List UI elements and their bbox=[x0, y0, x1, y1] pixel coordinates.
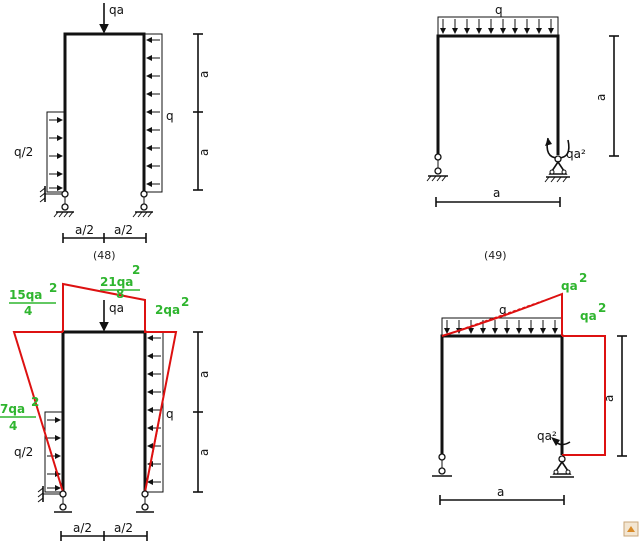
moment-diagram-chord-49 bbox=[441, 293, 563, 337]
dim-a-half-left: a/2 bbox=[75, 223, 94, 237]
right-pin-support-49 bbox=[544, 155, 570, 183]
horizontal-dimension-48-bm bbox=[60, 531, 148, 541]
right-load-label: q bbox=[166, 109, 174, 123]
vertical-dimension-49 bbox=[609, 35, 619, 157]
left-pin-support-48 bbox=[39, 186, 74, 218]
moment-right-top-val: 2qa bbox=[155, 303, 180, 317]
dim-a-vertical-49: a bbox=[594, 94, 608, 101]
right-pin-support-48 bbox=[132, 190, 153, 218]
moment-diagram-column-49 bbox=[562, 335, 606, 456]
top-load-arrows-bm bbox=[444, 320, 558, 334]
dim-a-lower-bm: a bbox=[197, 449, 211, 456]
caption-49: (49) bbox=[484, 249, 507, 262]
dim-a-half-left-bm: a/2 bbox=[73, 521, 92, 535]
right-load-arrows-bm bbox=[147, 335, 161, 485]
frame-48-bm bbox=[61, 330, 147, 492]
vertical-dimension-48 bbox=[193, 33, 203, 191]
moment-right-top-exp: 2 bbox=[181, 295, 189, 309]
moment-peak-49: qa bbox=[561, 279, 578, 293]
left-load-arrows bbox=[49, 117, 63, 191]
moment-peak-49-exp: 2 bbox=[579, 271, 587, 285]
right-pin-support-48-bm bbox=[136, 490, 154, 513]
corner-watermark-icon bbox=[623, 521, 639, 537]
figure-49-moment-diagram: q qa 2 qa 2 a qa² bbox=[432, 271, 627, 505]
dim-a-span-49-bm: a bbox=[497, 485, 504, 499]
vertical-dimension-48-bm bbox=[193, 331, 203, 493]
dim-a-upper-bm: a bbox=[197, 371, 211, 378]
left-pin-support-49 bbox=[426, 153, 448, 182]
dim-a-span-49: a bbox=[493, 186, 500, 200]
left-pin-support-48-bm bbox=[37, 486, 72, 513]
point-load-label-bm: qa bbox=[109, 301, 124, 315]
dim-a-half-right: a/2 bbox=[114, 223, 133, 237]
moment-mid-top-val: 21qa bbox=[100, 275, 133, 289]
figure-49-loading: q a qa² bbox=[426, 3, 619, 262]
dim-a-upper: a bbox=[197, 71, 211, 78]
point-load-label: qa bbox=[109, 3, 124, 17]
right-pin-support-49-bm bbox=[550, 455, 574, 478]
dim-a-vertical-49-bm: a bbox=[602, 395, 616, 402]
moment-left-mid-val: 7qa bbox=[0, 402, 25, 416]
moment-diagram-dash-48 bbox=[144, 331, 177, 493]
applied-moment-label-bm: qa² bbox=[537, 429, 557, 443]
frame-48 bbox=[63, 32, 146, 192]
top-load-label: q bbox=[495, 3, 503, 17]
moment-right-49-exp: 2 bbox=[598, 301, 606, 315]
caption-48: (48) bbox=[93, 249, 116, 262]
horizontal-dimension-48 bbox=[62, 233, 147, 243]
moment-mid-top-den: 8 bbox=[116, 287, 124, 301]
right-load-arrows bbox=[146, 37, 160, 187]
moment-left-mid-exp: 2 bbox=[31, 395, 39, 409]
moment-right-49: qa bbox=[580, 309, 597, 323]
dim-a-half-right-bm: a/2 bbox=[114, 521, 133, 535]
figure-48-loading: qa q q/2 bbox=[14, 3, 211, 262]
horizontal-dimension-49-bm bbox=[439, 495, 565, 505]
moment-left-top-val: 15qa bbox=[9, 288, 42, 302]
left-load-label: q/2 bbox=[14, 145, 33, 159]
left-load-block bbox=[46, 111, 66, 193]
left-pin-support-49-bm bbox=[432, 453, 452, 477]
moment-left-mid-den: 4 bbox=[9, 419, 17, 433]
vertical-dimension-49-bm bbox=[617, 335, 627, 457]
left-load-label-bm: q/2 bbox=[14, 445, 33, 459]
moment-arrowhead-bm bbox=[551, 437, 560, 446]
left-load-block-bm bbox=[44, 411, 64, 493]
top-load-label-bm: q bbox=[499, 303, 507, 317]
figure-48-moment-diagram: qa q q/2 15qa 2 bbox=[0, 263, 211, 541]
moment-mid-top-exp: 2 bbox=[132, 263, 140, 277]
right-load-block bbox=[143, 33, 163, 193]
dim-a-lower: a bbox=[197, 149, 211, 156]
moment-left-top-exp: 2 bbox=[49, 281, 57, 295]
moment-left-top-den: 4 bbox=[24, 304, 32, 318]
top-load-block bbox=[437, 16, 559, 37]
moment-arrowhead bbox=[545, 138, 552, 146]
top-load-arrows bbox=[440, 19, 554, 34]
right-load-label-bm: q bbox=[166, 407, 174, 421]
horizontal-dimension-49 bbox=[435, 197, 561, 207]
applied-moment-label: qa² bbox=[566, 147, 586, 161]
frame-49 bbox=[436, 34, 560, 155]
top-load-block-bm bbox=[441, 317, 563, 337]
